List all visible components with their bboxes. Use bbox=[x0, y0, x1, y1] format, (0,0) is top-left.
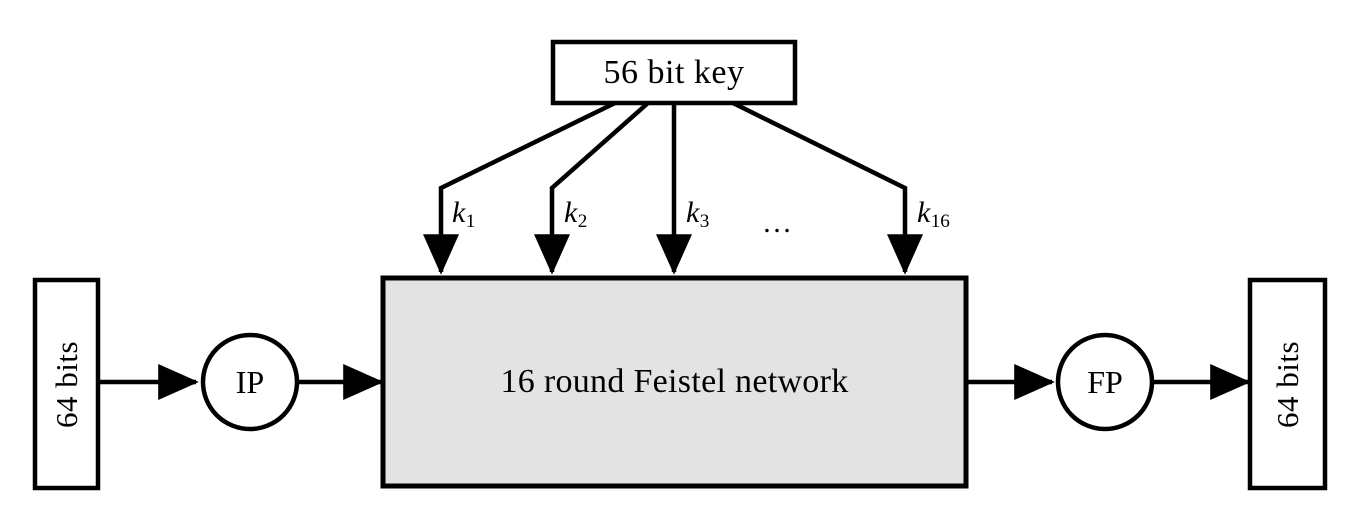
subkey-index-k2: 2 bbox=[577, 211, 588, 233]
output-block-label-wrap: 64 bits bbox=[1250, 280, 1325, 488]
feistel-network-shape bbox=[380, 275, 969, 489]
final-permutation-label: FP bbox=[1087, 364, 1123, 400]
subkey-index-k16: 16 bbox=[930, 211, 950, 233]
subkey-base-k16: k bbox=[917, 196, 931, 229]
input-block-label-wrap: 64 bits bbox=[35, 280, 98, 488]
output-block-label: 64 bits bbox=[1270, 340, 1306, 428]
subkey-label-k16: k16 bbox=[917, 196, 950, 232]
final-permutation-label-wrap: FP bbox=[1058, 335, 1152, 429]
key-line-k1 bbox=[423, 100, 616, 275]
key-block-label-wrap: 56 bit key bbox=[553, 42, 795, 103]
subkey-base-k1: k bbox=[452, 196, 466, 229]
input-block-shape bbox=[32, 277, 101, 491]
subkey-index-k3: 3 bbox=[699, 211, 710, 233]
key-block-shape bbox=[550, 39, 798, 106]
subkey-ellipsis: … bbox=[762, 206, 799, 239]
subkey-base-k2: k bbox=[564, 196, 578, 229]
key-line-k2 bbox=[534, 101, 650, 275]
input-block-label: 64 bits bbox=[49, 340, 85, 428]
feistel-network-label: 16 round Feistel network bbox=[500, 363, 849, 400]
subkey-index-k1: 1 bbox=[465, 211, 476, 233]
subkey-label-k3: k3 bbox=[686, 196, 709, 232]
key-block-label: 56 bit key bbox=[603, 53, 745, 91]
key-line-k16 bbox=[732, 100, 923, 275]
subkey-label-k2: k2 bbox=[564, 196, 587, 232]
feistel-network-label-wrap: 16 round Feistel network bbox=[383, 278, 966, 486]
output-block-shape bbox=[1247, 277, 1328, 491]
initial-permutation-label: IP bbox=[235, 364, 265, 400]
initial-permutation-label-wrap: IP bbox=[203, 335, 297, 429]
subkey-label-k1: k1 bbox=[452, 196, 475, 232]
subkey-base-k3: k bbox=[686, 196, 700, 229]
